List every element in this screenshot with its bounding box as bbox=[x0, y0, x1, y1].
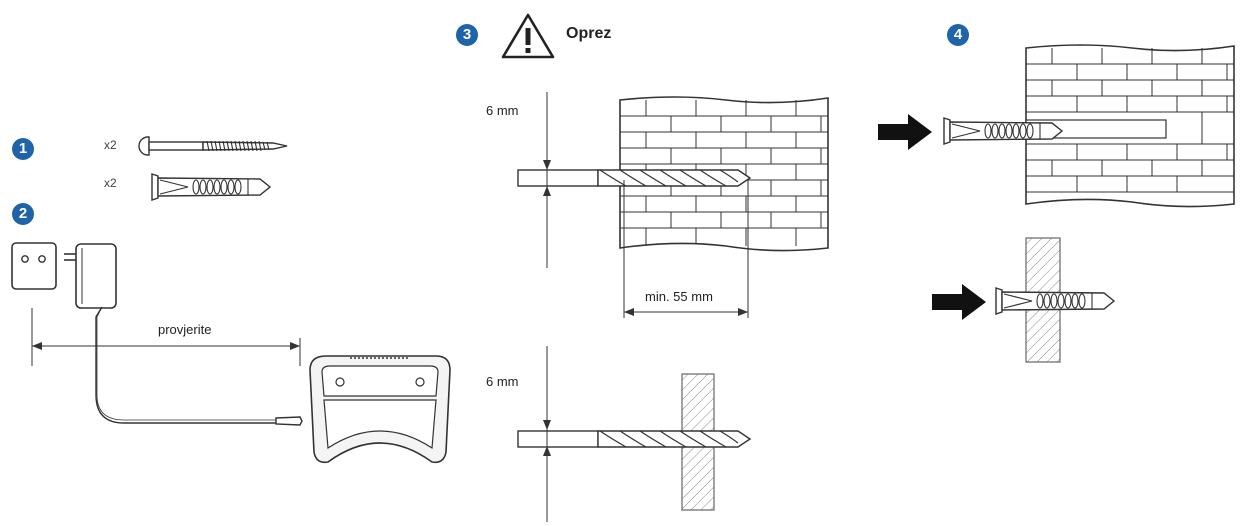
step-4-badge: 4 bbox=[947, 24, 969, 46]
dowel-quantity: x2 bbox=[104, 176, 117, 190]
power-adapter-icon bbox=[64, 243, 117, 309]
arrow-right-icon bbox=[878, 114, 932, 150]
warning-triangle-icon bbox=[501, 13, 555, 59]
step-3-badge: 3 bbox=[456, 24, 478, 46]
wall-plug-inserting-icon bbox=[943, 117, 1064, 145]
bit-diameter-bottom-label: 6 mm bbox=[486, 374, 519, 389]
step-2-badge: 2 bbox=[12, 203, 34, 225]
adapter-cable bbox=[95, 306, 303, 426]
check-distance-dimension bbox=[31, 308, 301, 366]
bit-diameter-top-label: 6 mm bbox=[486, 103, 519, 118]
bit-diameter-marker-top bbox=[543, 92, 551, 268]
step-1-badge: 1 bbox=[12, 138, 34, 160]
min-depth-label: min. 55 mm bbox=[645, 289, 713, 304]
wall-outlet-icon bbox=[11, 242, 57, 290]
bit-diameter-marker-bottom bbox=[543, 346, 551, 522]
check-distance-label: provjerite bbox=[158, 322, 212, 337]
drill-bit-icon bbox=[517, 169, 752, 187]
wall-plug-icon bbox=[151, 173, 272, 201]
arrow-right-icon-2 bbox=[932, 284, 986, 320]
drill-bit-icon-2 bbox=[517, 430, 752, 448]
wall-plug-inserting-icon-2 bbox=[995, 287, 1116, 315]
screw-quantity: x2 bbox=[104, 138, 117, 152]
caution-label: Oprez bbox=[566, 25, 612, 42]
screw-icon bbox=[138, 136, 288, 156]
charging-base-icon bbox=[309, 355, 451, 464]
min-depth-dimension bbox=[623, 180, 749, 318]
brick-wall-icon-2 bbox=[1025, 44, 1235, 208]
